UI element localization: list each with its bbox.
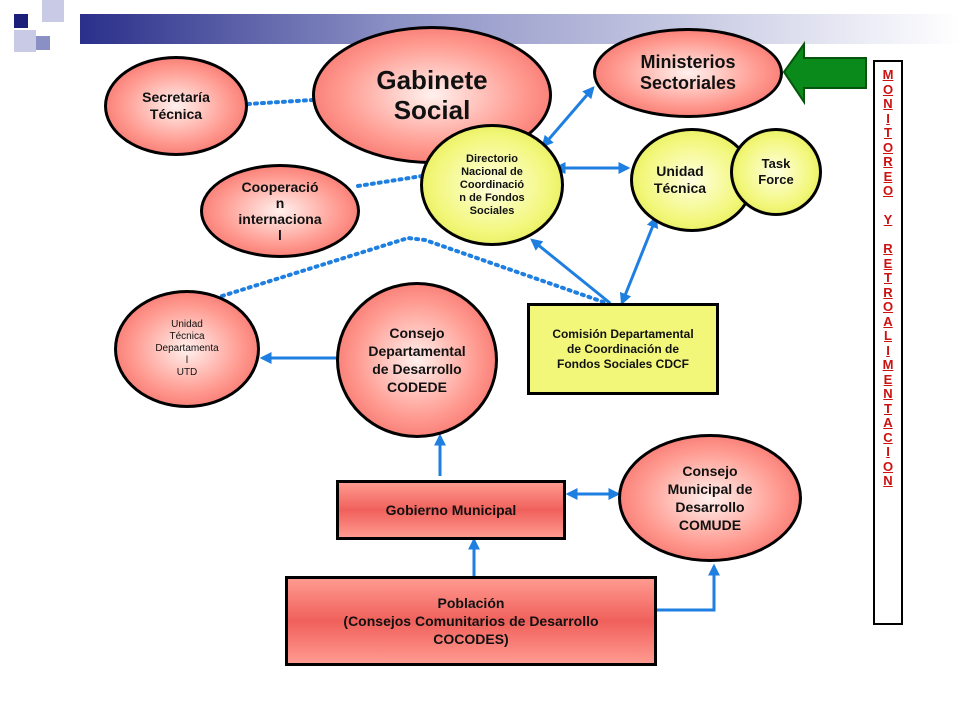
- arrow-cdcf-unidad-tecnica: [619, 215, 659, 306]
- side-label-letter: R: [883, 154, 893, 169]
- side-label-letter: T: [884, 270, 892, 285]
- side-label-letter: O: [882, 183, 894, 198]
- node-unidad-tecnica-departamental: Unidad Técnica Departamenta l UTD: [114, 290, 260, 408]
- arrow-poblacion-comude: [656, 563, 720, 612]
- side-label-letter: [886, 228, 890, 243]
- node-comude: Consejo Municipal de Desarrollo COMUDE: [618, 434, 802, 562]
- dotted-link-secretaria-gabinete: [246, 98, 314, 106]
- arrow-directorio-ministerios: [541, 86, 595, 148]
- side-label-letter: I: [886, 110, 890, 126]
- corner-square-light: [14, 30, 36, 52]
- dotted-link-cooperacion-directorio: [356, 174, 424, 188]
- side-label-letter: L: [884, 328, 892, 343]
- corner-square-mid: [36, 36, 50, 50]
- side-label-letter: O: [882, 139, 894, 155]
- node-codede: Consejo Departamental de Desarrollo CODE…: [336, 282, 498, 438]
- node-cdcf: Comisión Departamental de Coordinación d…: [527, 303, 719, 395]
- node-task-force: Task Force: [730, 128, 822, 216]
- node-unidad-tecnica: Unidad Técnica: [630, 128, 754, 232]
- side-label-letter: T: [884, 125, 892, 140]
- header-bar: [80, 14, 960, 44]
- node-gobierno-municipal: Gobierno Municipal: [336, 480, 566, 540]
- side-label-letter: T: [884, 400, 892, 416]
- node-gabinete-social: Gabinete Social: [312, 26, 552, 164]
- side-label-letter: E: [883, 255, 893, 271]
- side-label-letter: [886, 199, 890, 214]
- side-label-letter: M: [882, 67, 894, 82]
- side-label-letter: E: [883, 371, 893, 387]
- side-label-letter: Y: [883, 212, 893, 227]
- side-label-letter: C: [883, 429, 893, 445]
- node-cooperacion-internacional: Cooperació n internaciona l: [200, 164, 360, 258]
- arrow-cdcf-directorio: [530, 238, 611, 305]
- side-label-letter: E: [883, 168, 893, 184]
- side-label-letter: O: [882, 81, 894, 97]
- side-label-letter: A: [883, 313, 893, 329]
- side-label-letter: R: [883, 284, 893, 300]
- green-arrow-icon: [782, 40, 867, 106]
- side-label-letter: N: [883, 96, 893, 111]
- node-directorio-nacional: Directorio Nacional de Coordinació n de …: [420, 124, 564, 246]
- side-label-letter: N: [883, 386, 893, 401]
- node-ministerios-sectoriales: Ministerios Sectoriales: [593, 28, 783, 118]
- side-label-letter: N: [883, 473, 893, 488]
- side-label-letter: I: [886, 444, 890, 459]
- side-label-letter: A: [883, 415, 893, 430]
- corner-square-light: [42, 0, 64, 22]
- side-label-letter: R: [883, 241, 893, 256]
- node-secretaria-tecnica: Secretaría Técnica: [104, 56, 248, 156]
- side-label-letter: M: [882, 357, 894, 372]
- node-poblacion: Población (Consejos Comunitarios de Desa…: [285, 576, 657, 666]
- dotted-link-utd-cdcf: [220, 235, 614, 307]
- side-label-letter: I: [886, 342, 890, 358]
- corner-square-navy: [14, 14, 28, 28]
- side-label-letter: O: [882, 299, 894, 314]
- side-label-letter: O: [882, 458, 894, 474]
